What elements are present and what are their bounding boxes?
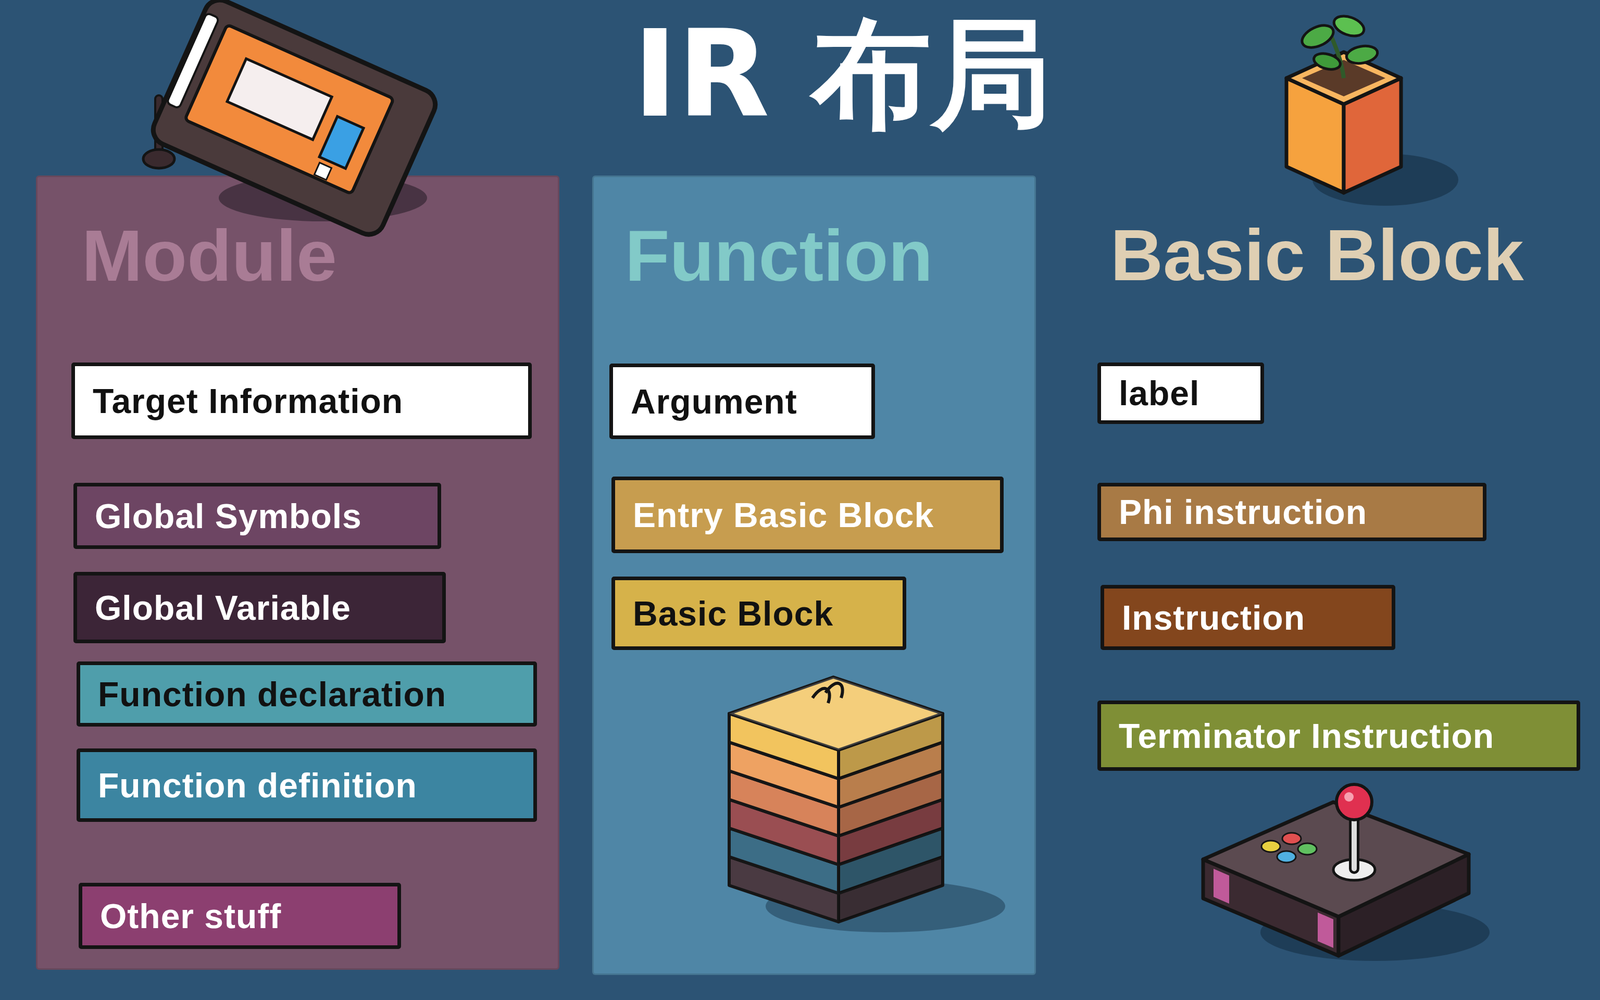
item-text: Instruction [1121, 597, 1306, 638]
function-item: Argument [609, 363, 875, 440]
module-item: Global Variable [73, 571, 446, 644]
joystick-box [1203, 784, 1490, 961]
item-text: Basic Block [632, 593, 834, 634]
item-text: Phi instruction [1118, 492, 1368, 532]
function-item: Basic Block [611, 576, 907, 650]
column-heading: Basic Block [1110, 218, 1524, 292]
item-text: Function declaration [97, 674, 447, 715]
item-text: label [1118, 373, 1200, 414]
item-text: Argument [630, 381, 798, 422]
plant-cube [1286, 12, 1459, 206]
item-text: Terminator Instruction [1118, 716, 1495, 756]
panel-heading: Module [81, 219, 606, 293]
heading-text: Basic Block [1110, 218, 1524, 292]
item-text: Global Variable [94, 588, 352, 628]
module-item: Target Information [71, 362, 532, 440]
module-item: Global Symbols [73, 482, 442, 549]
item-text: Target Information [92, 381, 404, 421]
panel-heading: Function [625, 219, 1069, 293]
item-text: Function definition [97, 765, 418, 806]
module-panel: ModuleTarget InformationGlobal SymbolsGl… [35, 175, 560, 970]
block-item: Phi instruction [1097, 482, 1487, 542]
module-item: Other stuff [78, 882, 402, 949]
item-text: Other stuff [100, 896, 282, 936]
module-item: Function declaration [76, 661, 537, 727]
title-text: IR 布局 [632, 14, 1052, 135]
item-text: Entry Basic Block [632, 495, 934, 535]
module-item: Function definition [76, 748, 537, 822]
block-item: label [1097, 362, 1265, 424]
function-item: Entry Basic Block [611, 476, 1004, 554]
block-item: Terminator Instruction [1097, 700, 1581, 771]
item-text: Global Symbols [94, 496, 362, 536]
function-panel: FunctionArgumentEntry Basic BlockBasic B… [592, 175, 1036, 975]
title-block: IR 布局 [632, 14, 1052, 135]
block-item: Instruction [1100, 584, 1396, 650]
